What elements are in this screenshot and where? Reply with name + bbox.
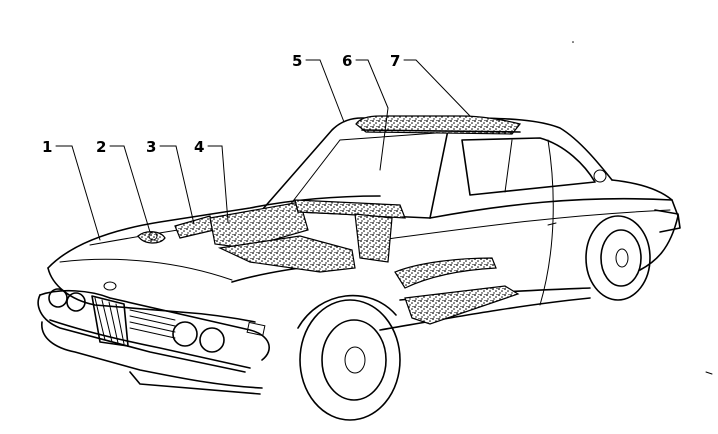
front-wheel xyxy=(297,294,401,421)
cowl-pad xyxy=(294,199,406,219)
scan-dot xyxy=(572,41,574,43)
front-end xyxy=(37,281,270,395)
callout-7: 7 xyxy=(390,52,471,117)
callout-5: 5 xyxy=(292,52,345,123)
rear-wheel xyxy=(585,215,651,301)
floor-pad xyxy=(404,285,520,325)
callout-3: 3 xyxy=(146,138,195,225)
callout-2: 2 xyxy=(96,138,151,233)
callout-label-1: 1 xyxy=(42,138,52,156)
callout-label-6: 6 xyxy=(342,52,352,70)
callout-label-2: 2 xyxy=(96,138,106,156)
callout-1: 1 xyxy=(42,138,101,241)
callout-label-4: 4 xyxy=(194,138,204,156)
callouts: 1 2 3 4 5 6 7 xyxy=(42,52,471,241)
bonnet-pad-front xyxy=(137,231,166,244)
roof-headliner xyxy=(355,115,522,135)
callout-label-7: 7 xyxy=(390,52,400,70)
callout-4: 4 xyxy=(194,138,229,223)
callout-label-3: 3 xyxy=(146,138,156,156)
callout-label-5: 5 xyxy=(292,52,302,70)
insulation-parts xyxy=(137,115,522,325)
scan-mark xyxy=(705,371,713,375)
dash-side-pad xyxy=(354,213,393,263)
callout-6: 6 xyxy=(342,52,389,171)
bulkhead-pad-lower xyxy=(217,235,356,273)
tunnel-pad xyxy=(394,257,497,289)
